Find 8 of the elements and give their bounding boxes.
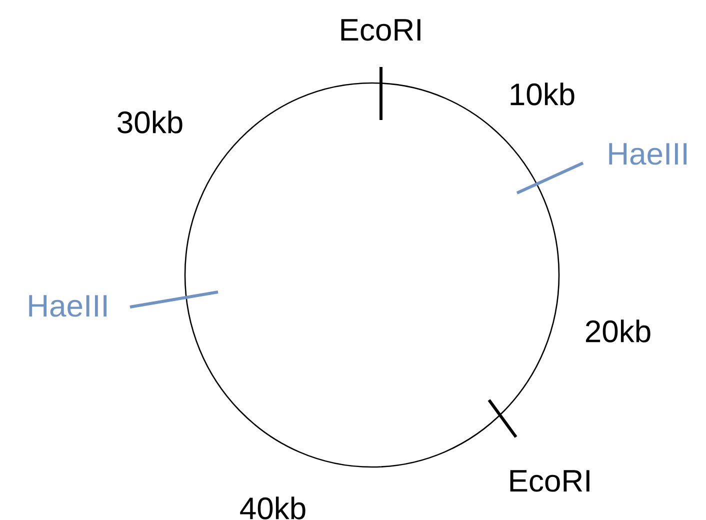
site-label: HaeIII: [609, 143, 686, 165]
site-label: HaeIII: [29, 295, 106, 317]
size-label: 30kb: [118, 110, 182, 134]
size-label: 40kb: [240, 496, 306, 520]
site-label: EcoRI: [510, 470, 590, 492]
size-label: 10kb: [510, 82, 574, 106]
site-label: EcoRI: [341, 19, 420, 41]
size-label: 20kb: [586, 320, 650, 342]
